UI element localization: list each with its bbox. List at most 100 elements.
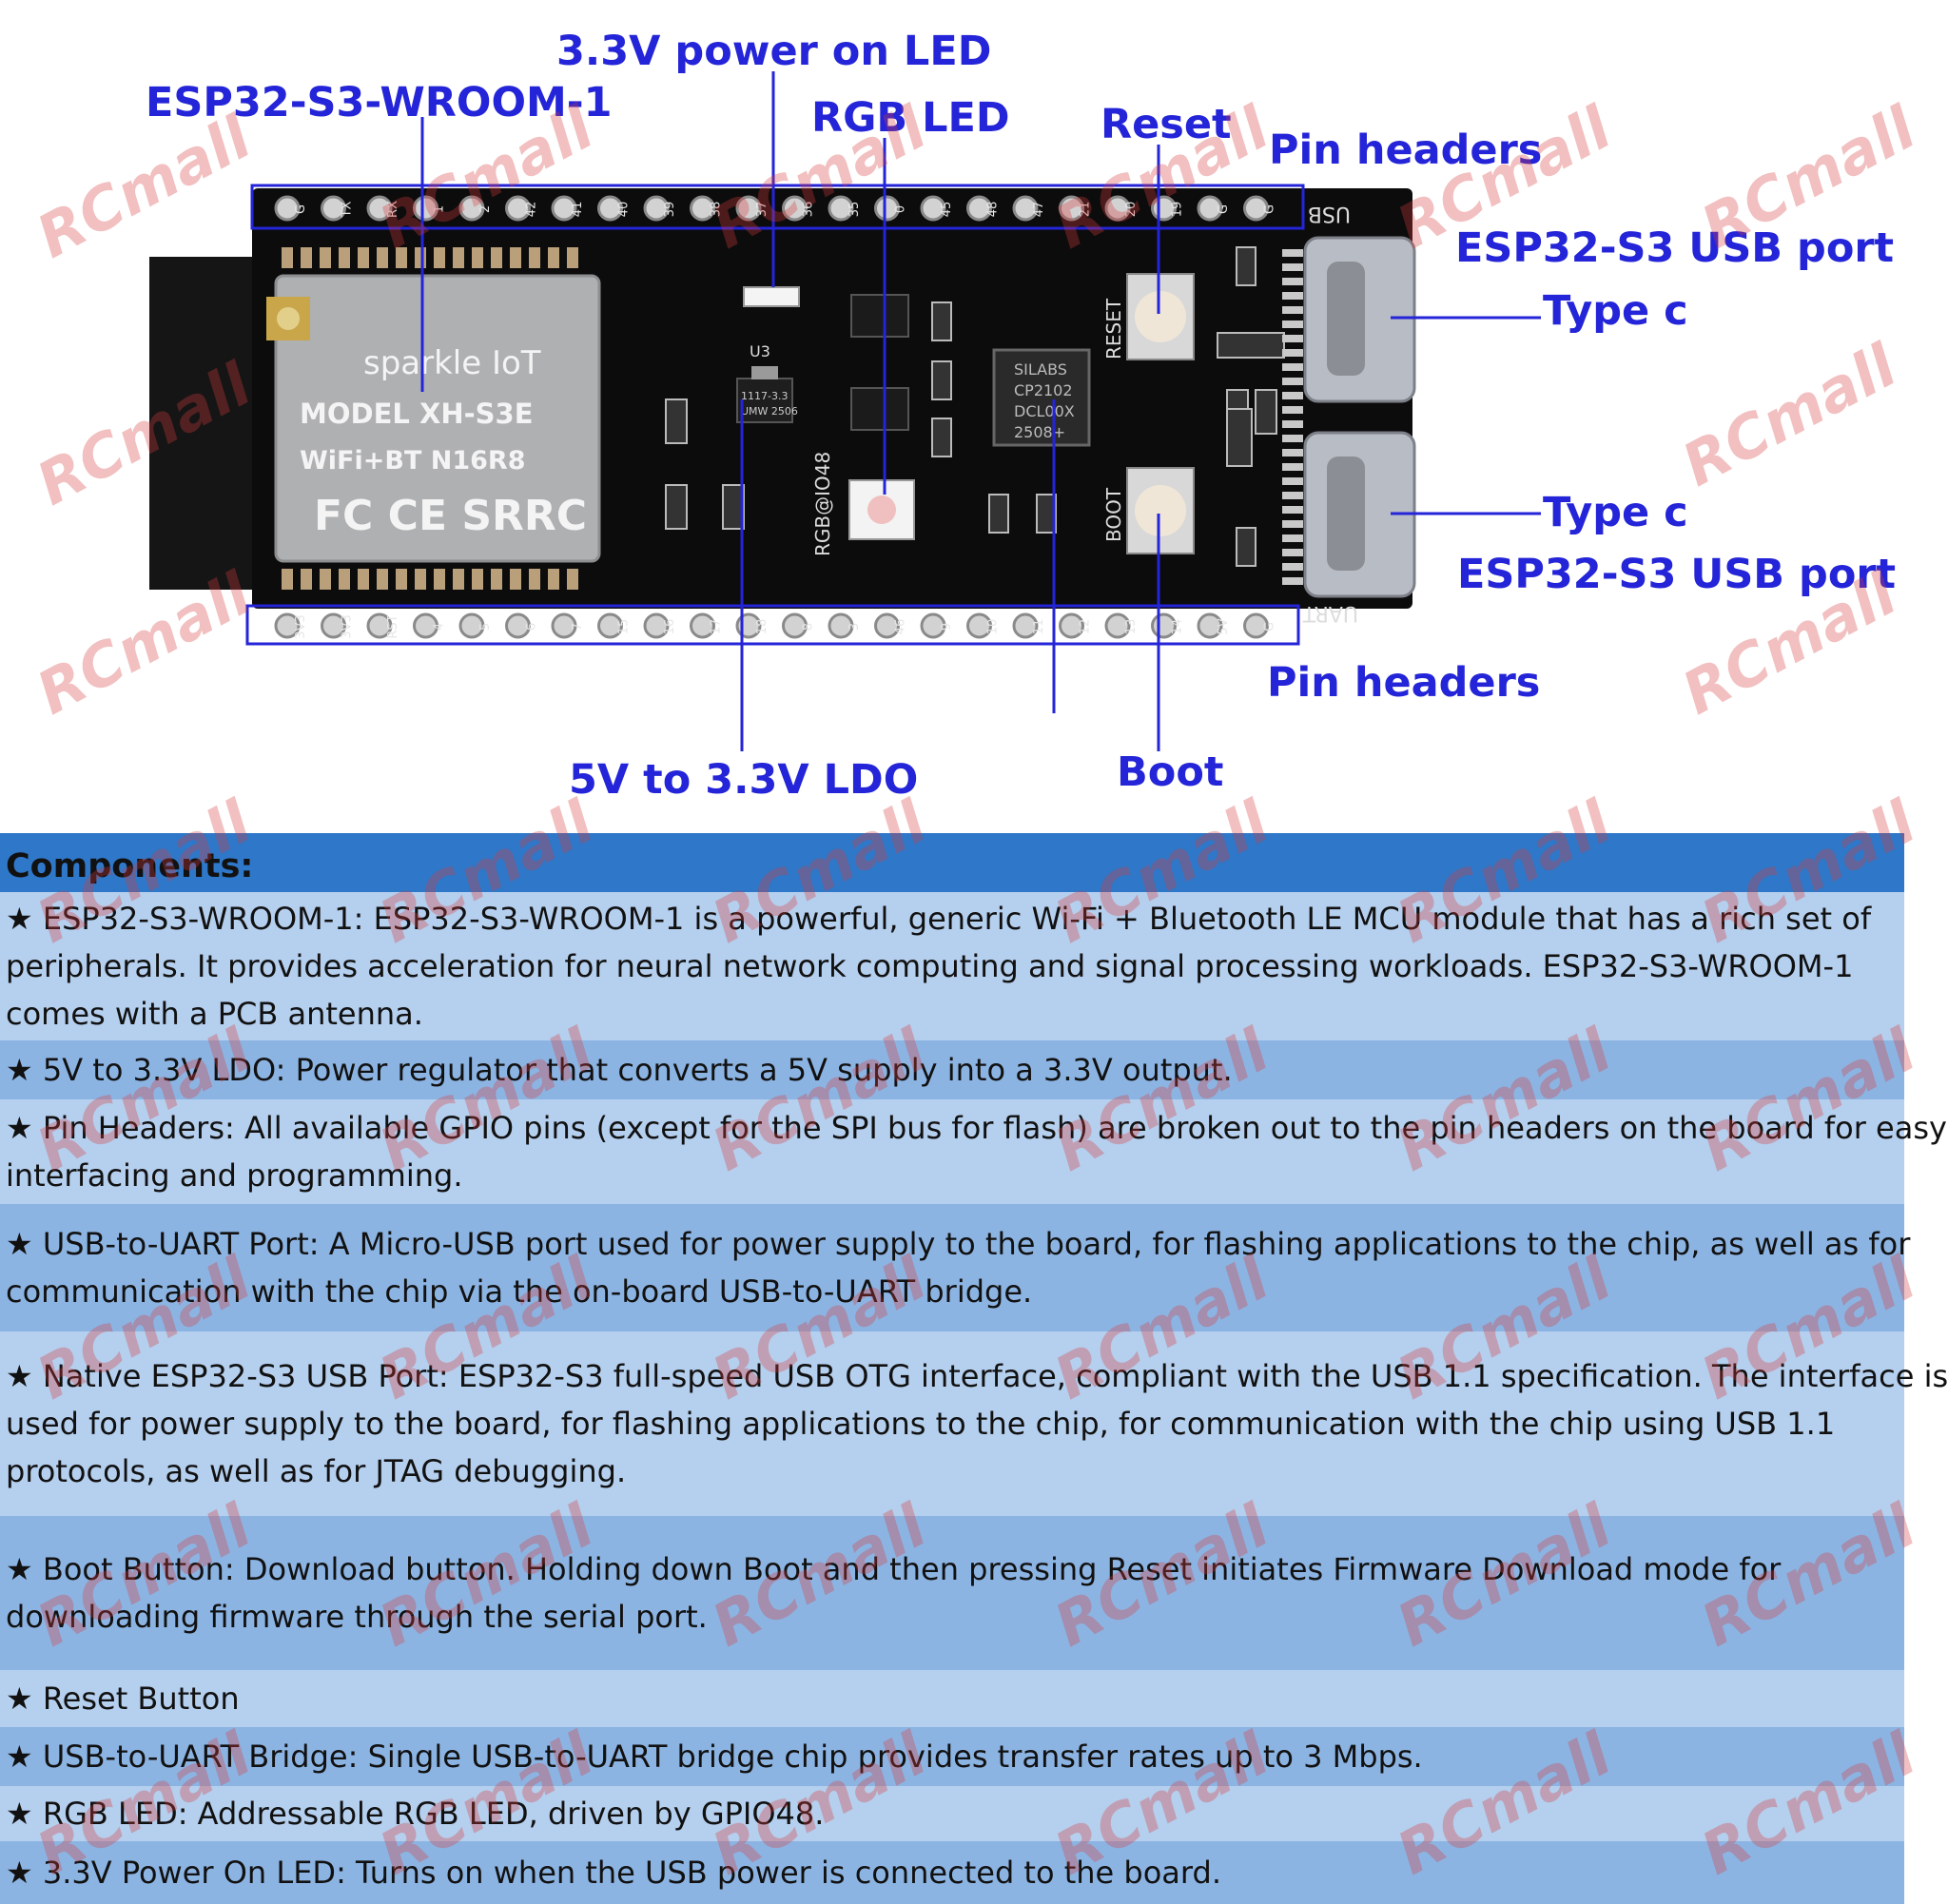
pin-label: RST: [386, 614, 400, 638]
usb-c-solder-pads: [1282, 249, 1303, 585]
pin-label: G: [1263, 204, 1277, 214]
header-pin: [1059, 195, 1084, 222]
ldo-regulator: [736, 378, 793, 423]
wroom-module-shield: [274, 274, 601, 563]
pin-label: 46: [894, 619, 908, 635]
reset-silkscreen: RESET: [1102, 298, 1125, 359]
component-line: ★ 5V to 3.3V LDO: Power regulator that c…: [6, 1052, 1233, 1088]
castellation-pad: [453, 569, 464, 590]
component-line: ★ Reset Button: [6, 1681, 240, 1717]
usb-solder-pad: [1282, 263, 1303, 271]
castellation-pad: [415, 569, 426, 590]
header-pin: [321, 195, 346, 222]
leader-lines: [420, 71, 1541, 751]
castellation-pad: [415, 247, 426, 268]
power-led: [743, 286, 800, 307]
pin-label: 0: [894, 205, 908, 213]
castellation-pad: [282, 569, 293, 590]
header-pin: [828, 612, 854, 639]
castellation-pad: [358, 247, 369, 268]
header-pin: [551, 195, 577, 222]
callout-usb-port-bottom: ESP32-S3 USB port: [1457, 551, 1897, 598]
header-pin: [321, 612, 346, 639]
callout-pin-headers-bottom: Pin headers: [1267, 659, 1541, 707]
pin-label: 40: [617, 202, 632, 218]
header-pin: [458, 195, 485, 222]
header-pin: [505, 195, 531, 222]
usb-solder-pad: [1282, 292, 1303, 300]
module-model: MODEL XH-S3E: [300, 398, 534, 430]
header-pin: [920, 612, 946, 639]
usb-solder-pad: [1282, 335, 1303, 342]
castellation-pad: [529, 247, 540, 268]
boot-button-cap: [1135, 485, 1186, 536]
component-item-boot-button: ★ Boot Button: Download button. Holding …: [0, 1516, 1904, 1670]
usb-solder-pad: [1282, 549, 1303, 556]
callout-boot: Boot: [1117, 748, 1224, 796]
component-line: ★ Native ESP32-S3 USB Port: ESP32-S3 ful…: [6, 1358, 1948, 1394]
header-pin: [1197, 612, 1223, 639]
usb-solder-pad: [1282, 249, 1303, 257]
pin-label: 18: [755, 619, 769, 635]
component-item-usb-uart-port: ★ USB-to-UART Port: A Micro-USB port use…: [0, 1204, 1910, 1331]
pin-label: 13: [1124, 619, 1139, 635]
header-pin: [735, 195, 762, 222]
components-heading-band: Components:: [0, 833, 1904, 892]
header-pin: [366, 612, 393, 639]
chip-marking-1: SILABS: [1014, 360, 1067, 379]
castellation-pad: [510, 247, 521, 268]
ldo-tab: [751, 366, 778, 379]
reset-button-cap: [1135, 291, 1186, 342]
callout-power-led: 3.3V power on LED: [556, 28, 992, 75]
component-line: interfacing and programming.: [6, 1157, 463, 1194]
castellation-pad: [548, 569, 559, 590]
pin-label: 35: [847, 202, 862, 218]
pin-label: 3V3: [341, 614, 355, 638]
pin-label: 6: [525, 623, 539, 631]
side-connector: [149, 257, 263, 590]
usb-solder-pad: [1282, 406, 1303, 414]
transistor-lower: [850, 387, 909, 431]
component-item-wroom: ★ ESP32-S3-WROOM-1: ESP32-S3-WROOM-1 is …: [0, 892, 1904, 1040]
usb-silkscreen: USB: [1308, 202, 1351, 225]
castellation-pad: [339, 247, 350, 268]
header-pin: [690, 612, 715, 639]
component-line: ★ 3.3V Power On LED: Turns on when the U…: [6, 1855, 1221, 1891]
castellation-pad: [377, 247, 388, 268]
usb-solder-pad: [1282, 506, 1303, 514]
usb-solder-pad: [1282, 420, 1303, 428]
chip-marking-2: CP2102: [1014, 381, 1073, 399]
board-illustration: sparkle IoT MODEL XH-S3E WiFi+BT N16R8 F…: [149, 71, 1541, 751]
component-line: ★ ESP32-S3-WROOM-1: ESP32-S3-WROOM-1 is …: [6, 901, 1872, 937]
chip-marking-4: 2508+: [1014, 423, 1065, 441]
header-pin: [966, 195, 992, 222]
component-line: downloading firmware through the serial …: [6, 1599, 708, 1635]
pin-label: 41: [571, 202, 585, 218]
castellation-pad: [491, 569, 502, 590]
usb-solder-pad: [1282, 378, 1303, 385]
pin-label: 1: [433, 205, 447, 213]
component-item-rgb-led: ★ RGB LED: Addressable RGB LED, driven b…: [0, 1786, 1904, 1841]
header-pin: [1243, 195, 1269, 222]
component-line: communication with the chip via the on-b…: [6, 1273, 1033, 1310]
pin-label: 8: [802, 623, 816, 631]
header-pin: [1012, 612, 1039, 639]
usb-solder-pad: [1282, 534, 1303, 542]
module-certifications: FC CE SRRC: [314, 492, 587, 540]
callout-reset: Reset: [1101, 101, 1232, 148]
callout-module: ESP32-S3-WROOM-1: [146, 79, 613, 126]
header-pin: [1243, 612, 1269, 639]
header-pin: [458, 612, 485, 639]
header-pin: [413, 612, 438, 639]
castellation-pad: [396, 247, 407, 268]
callout-pin-headers-top: Pin headers: [1269, 126, 1543, 174]
header-pin: [1104, 612, 1131, 639]
module-brand: sparkle IoT: [363, 344, 541, 382]
usb-solder-pad: [1282, 577, 1303, 585]
component-line: ★ USB-to-UART Bridge: Single USB-to-UART…: [6, 1739, 1423, 1775]
pin-label: 48: [986, 202, 1001, 218]
usb-solder-pad: [1282, 520, 1303, 528]
pin-label: 11: [1032, 619, 1046, 635]
component-item-usb-uart-bridge: ★ USB-to-UART Bridge: Single USB-to-UART…: [0, 1727, 1904, 1786]
pin-label: 16: [663, 619, 677, 635]
